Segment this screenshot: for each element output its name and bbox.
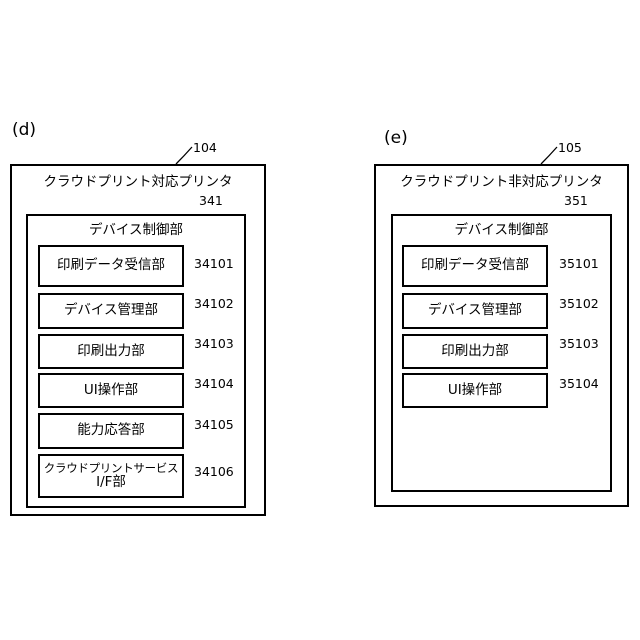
module-ref: 34101 xyxy=(194,256,234,271)
module-ref: 34106 xyxy=(194,464,234,479)
module-label: デバイス管理部 xyxy=(428,303,522,319)
module-ref: 35102 xyxy=(559,296,599,311)
module-label: 印刷データ受信部 xyxy=(57,258,165,274)
panel-label-d: (d) xyxy=(12,120,36,140)
printer-title: クラウドプリント非対応プリンタ xyxy=(376,170,627,190)
module-label: UI操作部 xyxy=(448,383,502,399)
printer-title: クラウドプリント対応プリンタ xyxy=(12,170,264,190)
module-label: 印刷出力部 xyxy=(441,344,509,360)
module-ref: 34104 xyxy=(194,376,234,391)
controller-title: デバイス制御部 xyxy=(393,218,610,238)
module-label: UI操作部 xyxy=(84,383,138,399)
module-label: 能力応答部 xyxy=(77,423,145,439)
controller-ref: 341 xyxy=(199,193,223,208)
leader-104 xyxy=(176,147,192,164)
printer-ref: 105 xyxy=(558,140,582,155)
device-manager-module: デバイス管理部 xyxy=(38,293,184,329)
device-manager-module: デバイス管理部 xyxy=(402,293,548,329)
capability-response-module: 能力応答部 xyxy=(38,413,184,449)
panel-label-e: (e) xyxy=(384,128,408,148)
ui-operation-module: UI操作部 xyxy=(38,373,184,408)
module-label: 印刷出力部 xyxy=(77,344,145,360)
module-label: デバイス管理部 xyxy=(64,303,158,319)
print-data-receiver-module: 印刷データ受信部 xyxy=(402,245,548,287)
module-ref: 34105 xyxy=(194,417,234,432)
module-label: 印刷データ受信部 xyxy=(421,258,529,274)
leader-105 xyxy=(541,147,557,164)
module-label: クラウドプリントサービス xyxy=(44,462,178,475)
module-ref: 35101 xyxy=(559,256,599,271)
module-ref: 35104 xyxy=(559,376,599,391)
printer-ref: 104 xyxy=(193,140,217,155)
print-output-module: 印刷出力部 xyxy=(38,334,184,369)
cloud-print-service-if-module: クラウドプリントサービス I/F部 xyxy=(38,454,184,498)
controller-title: デバイス制御部 xyxy=(28,218,244,238)
module-label: I/F部 xyxy=(96,475,126,491)
ui-operation-module: UI操作部 xyxy=(402,373,548,408)
print-data-receiver-module: 印刷データ受信部 xyxy=(38,245,184,287)
module-ref: 34103 xyxy=(194,336,234,351)
module-ref: 34102 xyxy=(194,296,234,311)
module-ref: 35103 xyxy=(559,336,599,351)
controller-ref: 351 xyxy=(564,193,588,208)
print-output-module: 印刷出力部 xyxy=(402,334,548,369)
